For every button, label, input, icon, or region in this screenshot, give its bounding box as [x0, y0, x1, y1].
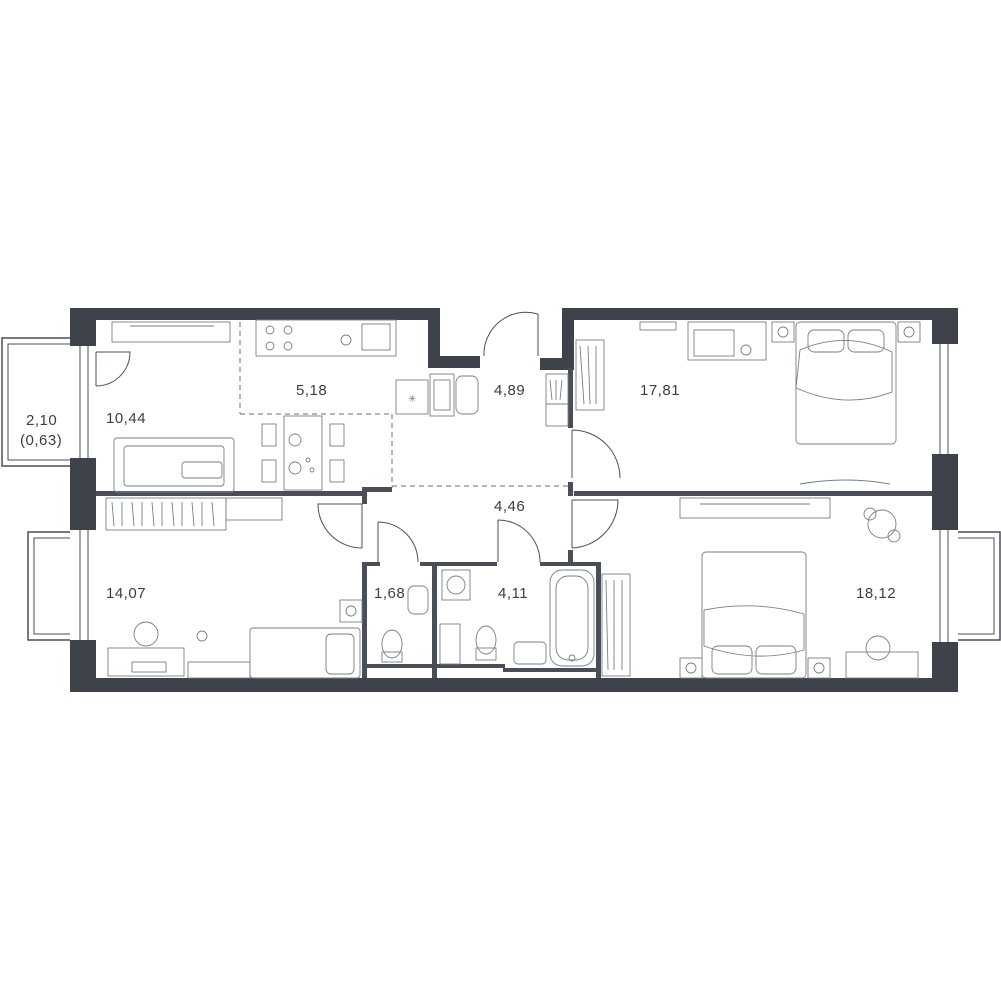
doors [95, 311, 621, 563]
bedroom-bottom-right-furniture [601, 497, 919, 679]
entrance-area-label: 4,89 [494, 382, 525, 399]
windows [79, 344, 949, 642]
kitchen-living-area-label: 10,44 [106, 410, 146, 427]
bedroom-bottom-right-area-label: 18,12 [856, 585, 896, 602]
outer-walls [70, 308, 958, 692]
kitchen-furniture: ✳ [111, 319, 429, 493]
bedroom-left-area-label: 14,07 [106, 585, 146, 602]
entrance-furniture [429, 373, 569, 427]
bathroom-area-label: 4,11 [498, 585, 528, 602]
wc-area-label: 1,68 [374, 585, 405, 602]
balcony-area-label: 2,10 [26, 412, 57, 429]
area-labels: 2,10 (0,63) 10,44 5,18 4,89 17,81 4,46 1… [20, 382, 896, 602]
balcony-left-bottom [27, 531, 70, 641]
balcony-reduced-area-label: (0,63) [20, 432, 62, 449]
balcony-right-bottom [958, 531, 1001, 641]
hallway-area-label: 4,46 [494, 498, 525, 515]
bedroom-top-right-furniture [575, 321, 921, 485]
bedroom-top-right-area-label: 17,81 [640, 382, 680, 399]
bathroom-furniture [381, 569, 595, 667]
balcony-left-top [1, 337, 70, 467]
svg-text:✳: ✳ [408, 394, 416, 405]
kitchen-zone-area-label: 5,18 [296, 382, 327, 399]
bedroom-left-furniture [105, 497, 363, 679]
zone-lines [239, 322, 568, 488]
internal-walls [96, 368, 932, 678]
